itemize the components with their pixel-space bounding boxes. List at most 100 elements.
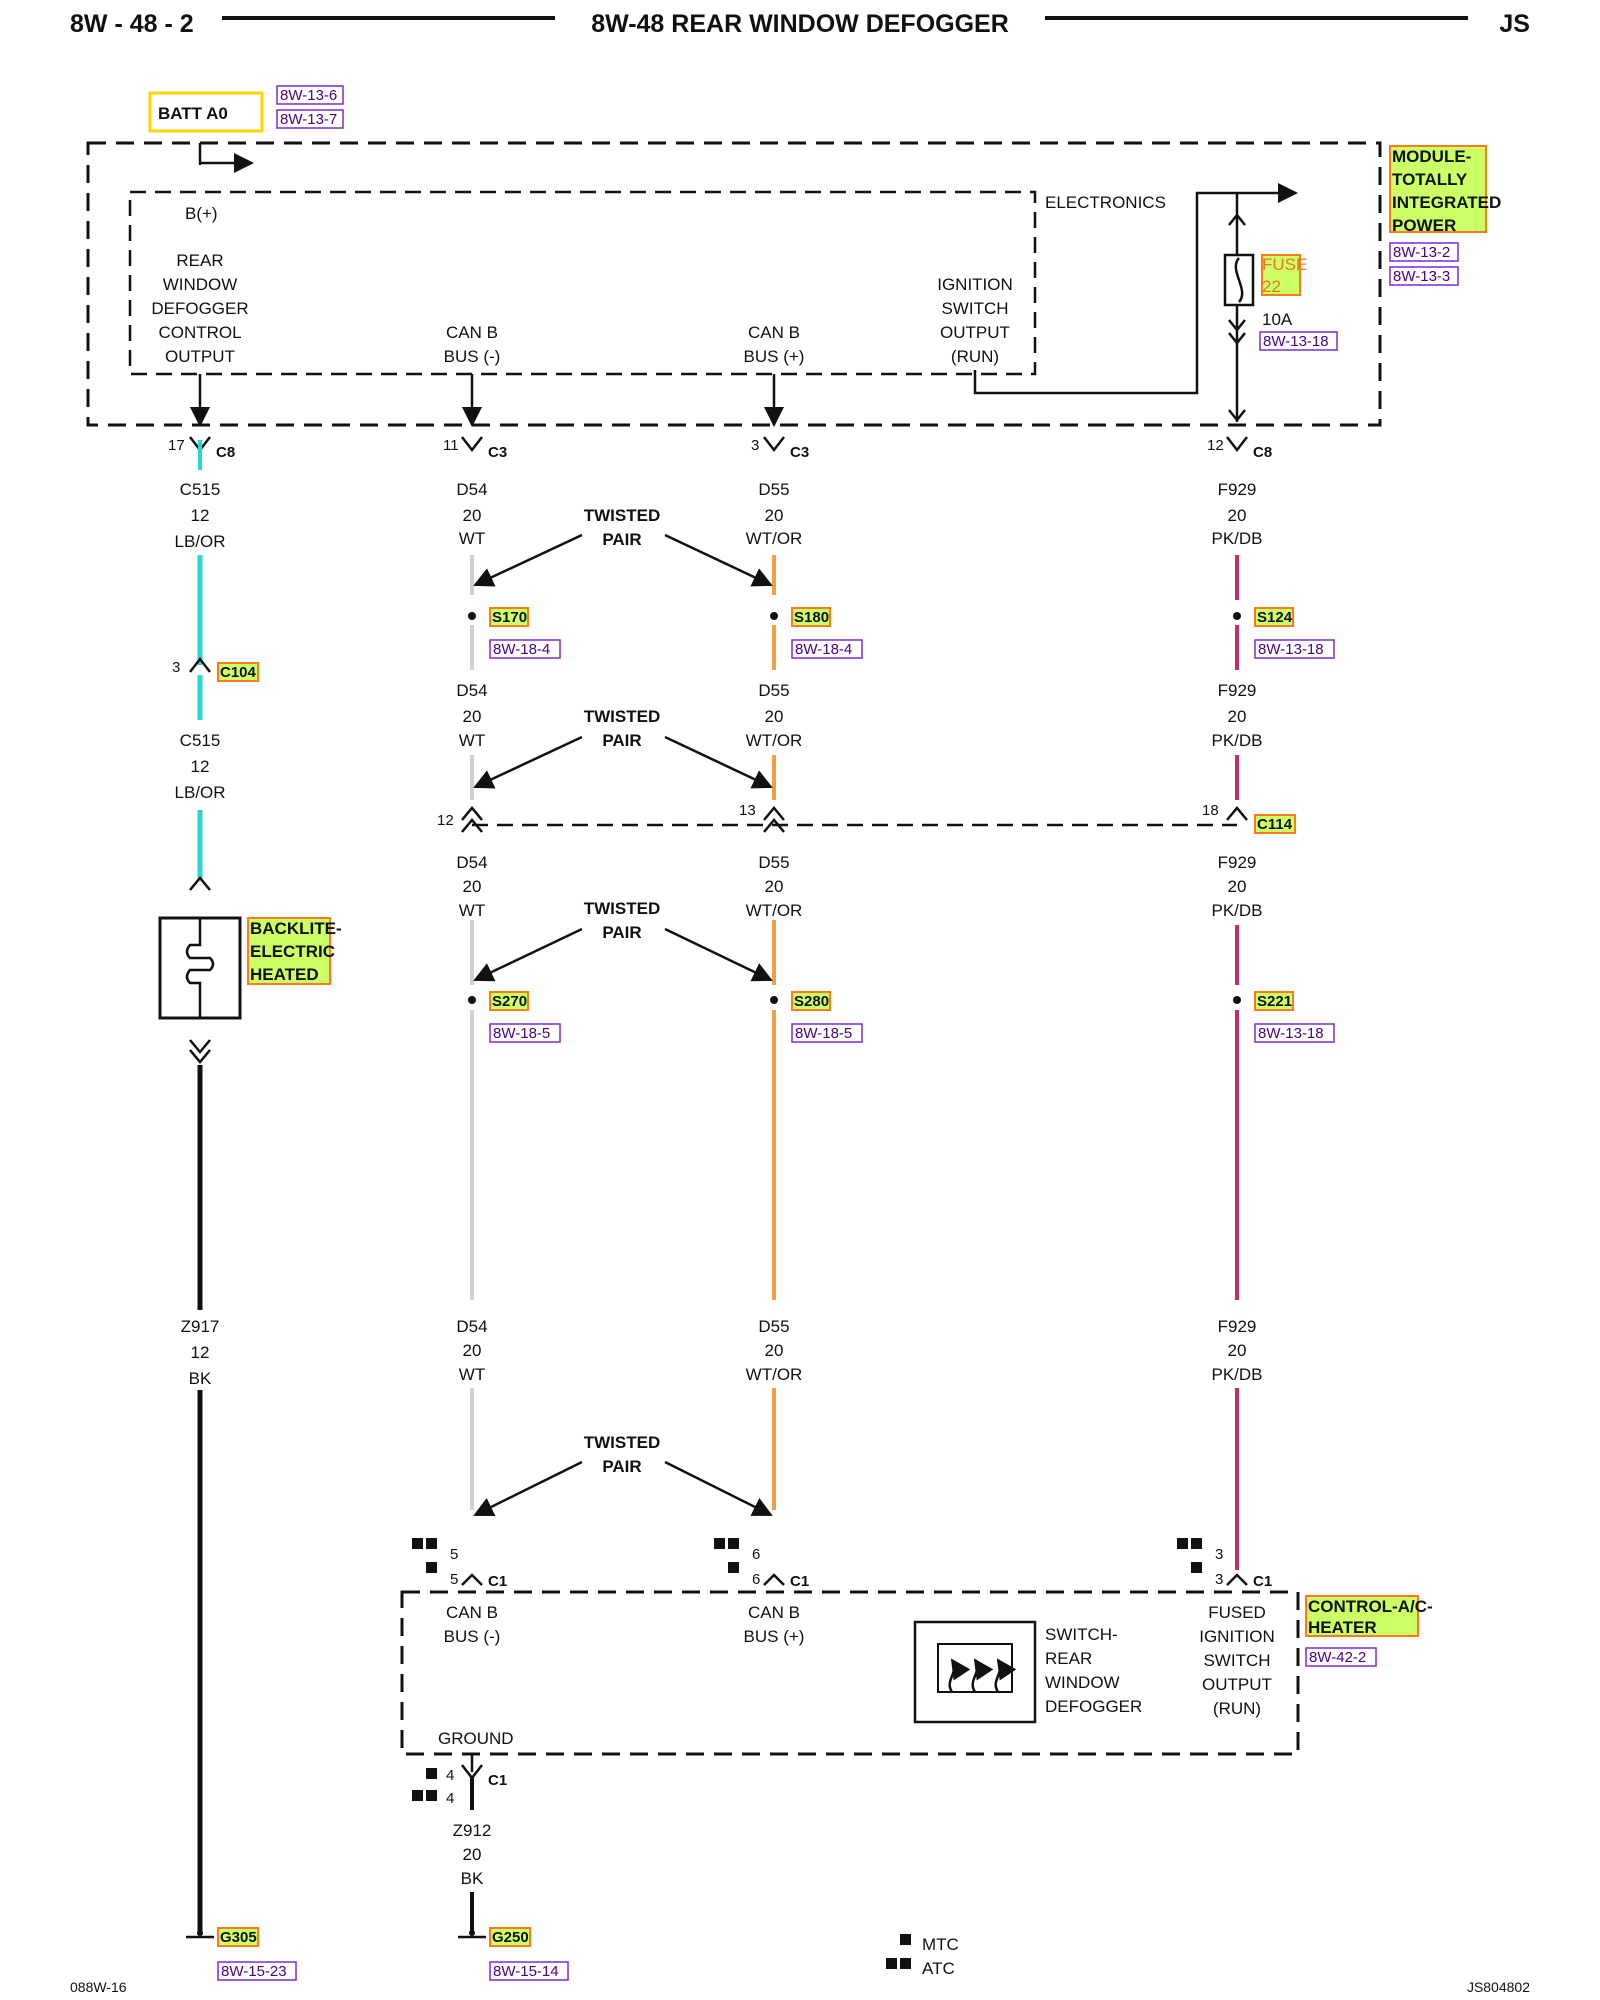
tipm-name-4: POWER (1392, 216, 1456, 235)
svg-text:20: 20 (1228, 1341, 1247, 1360)
svg-text:13: 13 (739, 802, 756, 819)
wire-label-z917: Z917 12 BK (181, 1317, 220, 1388)
tipm-ref-2: 8W-13-3 (1393, 268, 1450, 285)
svg-text:18: 18 (1202, 802, 1219, 819)
batt-ref-1[interactable]: 8W-13-6 (280, 87, 337, 104)
ground-g250: G250 8W-15-14 (458, 1927, 569, 1981)
svg-text:(RUN): (RUN) (951, 347, 999, 366)
connector-c3-pin3: 3 C3 (751, 436, 809, 461)
wire-label-f929-3: F929 20 PK/DB (1211, 853, 1262, 920)
fuse-rating: 10A (1262, 310, 1293, 329)
svg-text:20: 20 (463, 1341, 482, 1360)
svg-text:12: 12 (191, 1343, 210, 1362)
svg-text:12: 12 (1207, 437, 1224, 454)
svg-text:TWISTED: TWISTED (584, 1433, 661, 1452)
legend-atc: ATC (922, 1959, 955, 1978)
svg-text:SWITCH-: SWITCH- (1045, 1625, 1118, 1644)
svg-text:(RUN): (RUN) (1213, 1699, 1261, 1718)
wire-label-z912: Z912 20 BK (453, 1821, 492, 1888)
svg-text:TWISTED: TWISTED (584, 506, 661, 525)
tipm-name-1: MODULE- (1392, 147, 1471, 166)
splice-s124: S124 8W-13-18 (1233, 607, 1335, 659)
svg-text:S180: S180 (794, 609, 829, 626)
svg-text:D55: D55 (758, 681, 789, 700)
svg-text:12: 12 (191, 506, 210, 525)
svg-text:S124: S124 (1257, 609, 1293, 626)
svg-text:8W-18-5: 8W-18-5 (493, 1025, 550, 1042)
splice-s170: S170 8W-18-4 (468, 607, 561, 659)
page-code: 8W - 48 - 2 (70, 10, 194, 38)
svg-text:5: 5 (450, 1546, 458, 1563)
svg-text:WT/OR: WT/OR (746, 901, 803, 920)
svg-text:20: 20 (463, 877, 482, 896)
footer-left-code: 088W-16 (70, 1979, 127, 1995)
tipm-ref-1: 8W-13-2 (1393, 244, 1450, 261)
tipm-name-2: TOTALLY (1392, 170, 1468, 189)
svg-text:S270: S270 (492, 993, 527, 1010)
svg-text:BUS (-): BUS (-) (444, 347, 501, 366)
backlite-name-1: BACKLITE- (250, 919, 342, 938)
defogger-switch-symbol (913, 1620, 1037, 1724)
svg-text:F929: F929 (1218, 681, 1257, 700)
twisted-pair-label-2: TWISTED PAIR (473, 707, 773, 789)
wire-label-d55-2: D55 20 WT/OR (746, 681, 803, 750)
fuse-number: 22 (1262, 277, 1281, 296)
twisted-pair-label-1: TWISTED PAIR (473, 506, 773, 587)
svg-text:WT: WT (459, 901, 485, 920)
svg-text:CAN B: CAN B (748, 323, 800, 342)
cm-ref: 8W-42-2 (1309, 1649, 1366, 1666)
svg-text:5: 5 (450, 1571, 458, 1588)
svg-text:CAN B: CAN B (446, 323, 498, 342)
twisted-pair-label-4: TWISTED PAIR (473, 1433, 773, 1517)
svg-text:20: 20 (765, 1341, 784, 1360)
svg-text:SWITCH: SWITCH (941, 299, 1008, 318)
cm-ground-label: GROUND (438, 1729, 514, 1748)
svg-text:4: 4 (446, 1767, 454, 1784)
cm-can-minus-label: CAN B BUS (-) (444, 1603, 501, 1646)
svg-text:BK: BK (189, 1369, 212, 1388)
svg-text:3: 3 (1215, 1571, 1223, 1588)
svg-text:F929: F929 (1218, 480, 1257, 499)
svg-text:C3: C3 (488, 444, 507, 461)
connector-c104: 3 C104 (172, 656, 259, 682)
connector-c8-pin12: 12 C8 (1207, 436, 1272, 461)
connector-c1-pin6: 6 6 C1 (714, 1538, 809, 1590)
svg-text:S170: S170 (492, 609, 527, 626)
svg-text:BUS (+): BUS (+) (744, 347, 805, 366)
svg-text:C515: C515 (180, 731, 221, 750)
svg-text:11: 11 (443, 437, 459, 454)
fuse-symbol (1223, 253, 1255, 307)
svg-text:G305: G305 (220, 1929, 257, 1946)
svg-text:20: 20 (1228, 877, 1247, 896)
svg-text:OUTPUT: OUTPUT (165, 347, 235, 366)
svg-text:DEFOGGER: DEFOGGER (1045, 1697, 1142, 1716)
svg-text:20: 20 (463, 707, 482, 726)
svg-text:D55: D55 (758, 480, 789, 499)
defogger-output-label: REAR WINDOW DEFOGGER CONTROL OUTPUT (151, 251, 248, 366)
svg-text:WT/OR: WT/OR (746, 731, 803, 750)
svg-text:D54: D54 (456, 853, 487, 872)
backlite-name-2: ELECTRIC (250, 942, 335, 961)
svg-text:Z912: Z912 (453, 1821, 492, 1840)
svg-text:12: 12 (191, 757, 210, 776)
header-right-code: JS (1499, 10, 1530, 38)
svg-text:PAIR: PAIR (602, 1457, 641, 1476)
legend: MTC ATC (886, 1934, 959, 1978)
batt-label: BATT A0 (158, 104, 228, 123)
can-minus-label: CAN B BUS (-) (444, 323, 501, 366)
svg-text:WT: WT (459, 731, 485, 750)
svg-text:D54: D54 (456, 1317, 487, 1336)
svg-text:D55: D55 (758, 1317, 789, 1336)
svg-text:WT/OR: WT/OR (746, 1365, 803, 1384)
splice-s270: S270 8W-18-5 (468, 991, 561, 1043)
wire-label-d54-4: D54 20 WT (456, 1317, 487, 1384)
svg-text:C1: C1 (488, 1573, 507, 1590)
svg-text:S221: S221 (1257, 993, 1292, 1010)
svg-text:PAIR: PAIR (602, 530, 641, 549)
svg-text:20: 20 (765, 506, 784, 525)
svg-text:FUSED: FUSED (1208, 1603, 1266, 1622)
tipm-name-3: INTEGRATED (1392, 193, 1501, 212)
fuse-ref: 8W-13-18 (1263, 333, 1329, 350)
ground-g305: G305 8W-15-23 (186, 1927, 297, 1981)
svg-text:3: 3 (172, 659, 180, 676)
